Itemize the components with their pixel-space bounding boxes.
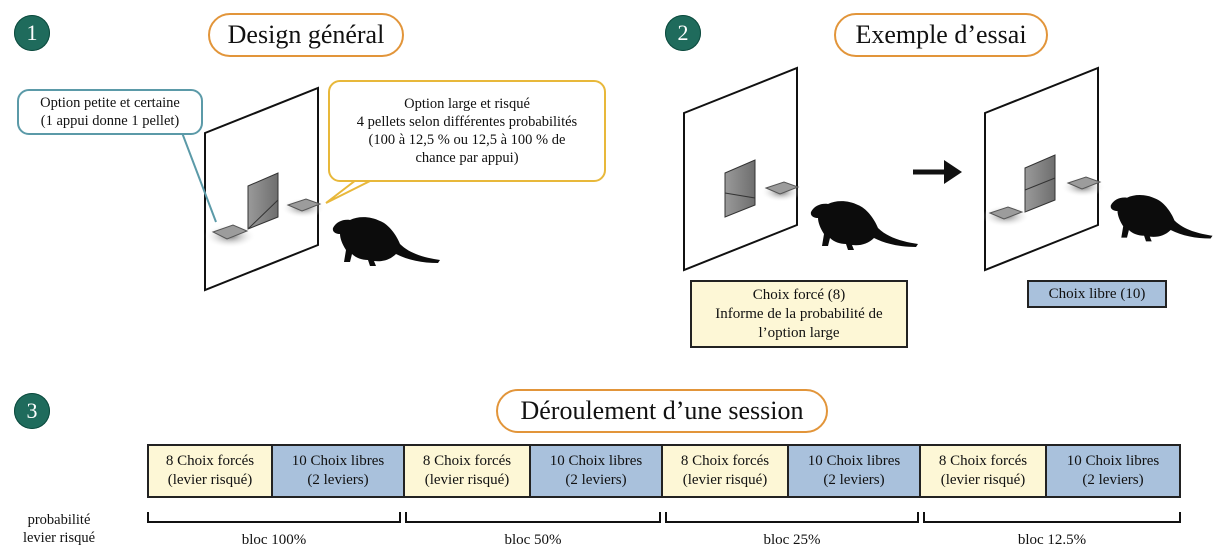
side-label: probabilité levier risqué <box>4 511 114 547</box>
block-free-cell: 10 Choix libres (2 leviers) <box>273 444 405 498</box>
cell-line: (2 leviers) <box>823 472 885 488</box>
cell-line: 8 Choix forcés <box>938 453 1028 469</box>
block-brackets <box>147 512 1181 523</box>
panel2-title: Exemple d’essai <box>834 13 1048 57</box>
cell-line: (2 leviers) <box>1082 472 1144 488</box>
callout-line: Option large et risqué <box>404 96 530 112</box>
chamber-panel1 <box>204 86 325 292</box>
step-number: 1 <box>26 20 38 45</box>
block-label: bloc 100% <box>241 532 307 548</box>
rat-icon <box>810 201 918 250</box>
box-line: l’option large <box>758 325 840 341</box>
block-label: bloc 25% <box>763 532 821 548</box>
box-line: Choix forcé (8) <box>752 287 846 303</box>
block-free-cell: 10 Choix libres (2 leviers) <box>789 444 921 498</box>
cell-line: 8 Choix forcés <box>680 453 770 469</box>
panel1-title: Design général <box>208 13 404 57</box>
block-forced-cell: 8 Choix forcés (levier risqué) <box>663 444 789 498</box>
lever-left <box>211 224 249 240</box>
cell-line: 10 Choix libres <box>1066 453 1160 469</box>
step-number: 3 <box>26 398 38 423</box>
callout-line: (1 appui donne 1 pellet) <box>40 113 180 129</box>
cell-line: (levier risqué) <box>424 472 510 488</box>
callout-line: Option petite et certaine <box>40 95 180 111</box>
arrow-right-icon <box>913 160 962 184</box>
chamber-panel2-forced <box>683 66 801 272</box>
side-label-line: probabilité <box>27 512 91 528</box>
lever-right <box>286 198 322 212</box>
step-badge-3: 3 <box>14 393 50 429</box>
box-line: Informe de la probabilité de <box>715 306 883 322</box>
step-badge-2: 2 <box>665 15 701 51</box>
callout-line: chance par appui) <box>415 150 519 166</box>
callout-large-risky-option: Option large et risqué 4 pellets selon d… <box>328 80 606 182</box>
panel3-title: Déroulement d’une session <box>496 389 828 433</box>
rat-icon <box>1110 194 1213 242</box>
cell-line: 8 Choix forcés <box>422 453 512 469</box>
cell-line: 8 Choix forcés <box>165 453 255 469</box>
forced-choice-box: Choix forcé (8) Informe de la probabilit… <box>690 280 908 348</box>
side-label-line: levier risqué <box>22 530 96 546</box>
block-label: bloc 50% <box>504 532 562 548</box>
cell-line: (levier risqué) <box>682 472 768 488</box>
cell-line: (2 leviers) <box>307 472 369 488</box>
callout-line: (100 à 12,5 % ou 12,5 à 100 % de <box>368 132 566 148</box>
free-choice-box: Choix libre (10) <box>1027 280 1167 308</box>
block-label: bloc 12.5% <box>1017 532 1087 548</box>
callout-line: 4 pellets selon différentes probabilités <box>356 114 578 130</box>
cell-line: 10 Choix libres <box>549 453 643 469</box>
cell-line: 10 Choix libres <box>807 453 901 469</box>
callout-right-pointer <box>325 179 373 204</box>
block-free-cell: 10 Choix libres (2 leviers) <box>1047 444 1181 498</box>
block-forced-cell: 8 Choix forcés (levier risqué) <box>921 444 1047 498</box>
block-free-cell: 10 Choix libres (2 leviers) <box>531 444 663 498</box>
step-badge-1: 1 <box>14 15 50 51</box>
cell-line: 10 Choix libres <box>291 453 385 469</box>
block-forced-cell: 8 Choix forcés (levier risqué) <box>147 444 273 498</box>
chamber-panel2-free <box>982 66 1105 272</box>
session-timeline: 8 Choix forcés (levier risqué) 10 Choix l… <box>147 444 1181 498</box>
block-forced-cell: 8 Choix forcés (levier risqué) <box>405 444 531 498</box>
cell-line: (levier risqué) <box>940 472 1026 488</box>
rat-icon <box>332 217 440 266</box>
step-number: 2 <box>677 20 689 45</box>
cell-line: (levier risqué) <box>167 472 253 488</box>
callout-small-certain-option: Option petite et certaine (1 appui donne… <box>17 89 203 135</box>
cell-line: (2 leviers) <box>565 472 627 488</box>
